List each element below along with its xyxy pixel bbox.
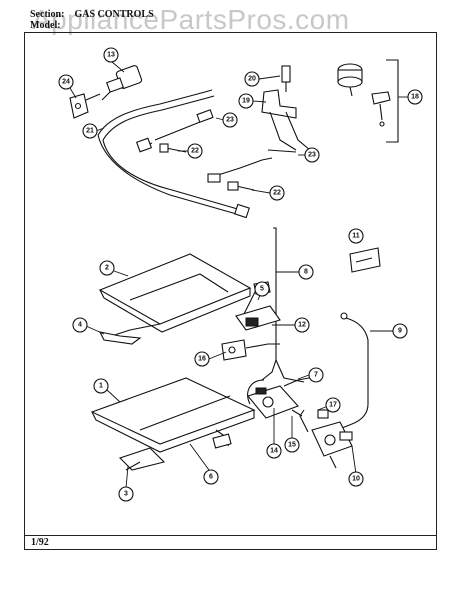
callout-label: 9 (398, 328, 402, 335)
model-label: Model: (30, 20, 61, 31)
callout-label: 18 (411, 94, 419, 101)
manifold-tube (97, 89, 250, 219)
callout-label: 4 (78, 322, 82, 329)
callout-label: 1 (99, 383, 103, 390)
callout-label: 23 (308, 152, 316, 159)
callout-22-lower: 22 (269, 185, 285, 201)
footer-box (24, 536, 437, 550)
spark-switch-assembly (337, 59, 399, 143)
callout-label: 13 (107, 52, 115, 59)
leader-lines (69, 61, 408, 489)
callout-12: 12 (294, 317, 310, 333)
callout-6: 6 (203, 469, 219, 485)
callout-label: 22 (191, 148, 199, 155)
callout-label: 5 (260, 286, 264, 293)
callout-20: 20 (244, 71, 260, 87)
callout-8: 8 (298, 264, 314, 280)
callout-label: 16 (198, 356, 206, 363)
callout-label: 17 (329, 402, 337, 409)
callout-4: 4 (72, 317, 88, 333)
callout-16: 16 (194, 351, 210, 367)
watermark: AppliancePartsPros.com (32, 4, 350, 35)
callout-5: 5 (254, 281, 270, 297)
callout-label: 12 (298, 322, 306, 329)
callout-1: 1 (93, 378, 109, 394)
section-label: Section: (30, 9, 65, 20)
callout-18: 18 (407, 89, 423, 105)
revision-date: 1/92 (31, 537, 49, 548)
callout-label: 2 (105, 265, 109, 272)
spark-module (349, 247, 381, 273)
oven-thermostat (247, 385, 303, 419)
pilot-fitting (221, 339, 280, 361)
callout-23: 23 (222, 112, 238, 128)
callout-label: 8 (304, 269, 308, 276)
callout-label: 3 (124, 491, 128, 498)
callout-9: 9 (392, 323, 408, 339)
callout-label: 20 (248, 76, 256, 83)
callout-7: 7 (308, 367, 324, 383)
safety-valve (299, 409, 353, 469)
callout-19: 19 (238, 93, 254, 109)
callout-label: 7 (314, 372, 318, 379)
orifice-hoods (135, 109, 273, 191)
callout-label: 14 (270, 448, 278, 455)
callout-10: 10 (348, 471, 364, 487)
callout-15: 15 (284, 437, 300, 453)
callout-2: 2 (99, 260, 115, 276)
callout-14: 14 (266, 443, 282, 459)
valve-bracket (69, 93, 101, 119)
callout-13: 13 (103, 47, 119, 63)
callout-17: 17 (325, 397, 341, 413)
callout-11: 11 (348, 228, 364, 244)
ignitor-bracket (261, 65, 311, 153)
diagram-frame (24, 32, 437, 536)
callout-22-upper: 22 (187, 143, 203, 159)
callout-3: 3 (118, 486, 134, 502)
callout-label: 19 (242, 98, 250, 105)
broil-burner-shield (98, 253, 252, 345)
callout-23-right: 23 (304, 147, 320, 163)
callout-label: 6 (209, 474, 213, 481)
callout-label: 22 (273, 190, 281, 197)
section-value: GAS CONTROLS (74, 9, 154, 20)
section-heading: Section: GAS CONTROLS (30, 9, 154, 20)
callout-24: 24 (58, 74, 74, 90)
callout-label: 21 (86, 128, 94, 135)
flex-connector (340, 312, 369, 429)
callout-label: 11 (352, 233, 360, 240)
model-heading: Model: (30, 20, 61, 31)
pilot-tube-long (261, 227, 305, 383)
callout-21: 21 (82, 123, 98, 139)
callout-label: 23 (226, 117, 234, 124)
callout-label: 10 (352, 476, 360, 483)
bake-burner-shield (90, 377, 256, 471)
callout-label: 24 (62, 79, 70, 86)
callout-label: 15 (288, 442, 296, 449)
